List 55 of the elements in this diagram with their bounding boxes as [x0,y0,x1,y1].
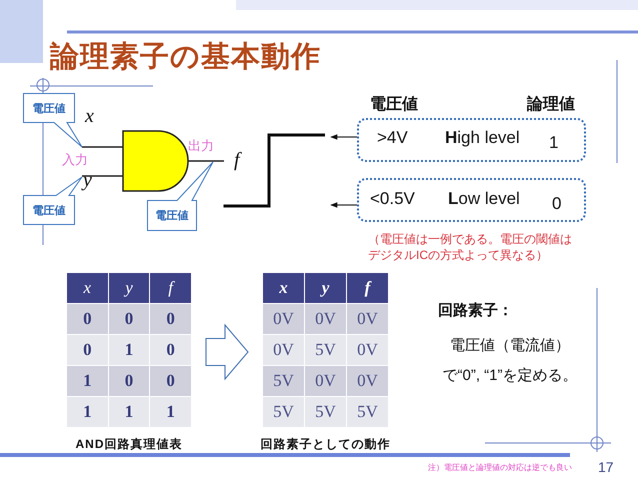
dotted-box [357,118,586,162]
table-cell: 0 [108,366,150,396]
table-cell: 0 [67,335,108,365]
level-text: Low level [448,189,520,209]
dotted-box [357,178,586,222]
page-number: 17 [598,459,614,475]
table-cell: 1 [150,397,191,427]
callout: 電圧値 [23,93,83,148]
table-cell: 0V [263,335,304,365]
table-caption: 回路素子としての動作 [260,436,390,453]
column-heading: 論理値 [527,94,575,115]
table-cell: 0V [347,304,388,334]
table-cell: 0 [108,304,150,334]
table-cell: 0 [150,366,191,396]
table-cell: 0V [305,366,346,396]
heading: 回路素子： [438,301,513,320]
header-cell: f [347,273,388,303]
signal-name: f [234,149,240,172]
arrow [330,134,358,140]
table-cell: 0V [347,335,388,365]
header-cell: x [67,273,108,303]
signal-name: x [85,105,94,128]
table-cell: 0 [67,304,108,334]
block-arrow [206,324,249,380]
logic-value: 0 [552,194,562,214]
table-cell: 1 [67,366,108,396]
table-cell: 5V [347,397,388,427]
arrow [330,202,358,208]
table-cell: 1 [108,397,150,427]
header-cell: f [150,273,191,303]
header-cell: x [263,273,304,303]
level-text: High level [445,128,520,148]
table-cell: 0V [305,304,346,334]
table-caption: AND回路真理値表 [76,436,182,453]
table-cell: 0 [150,335,191,365]
table-cell: 5V [305,397,346,427]
header-cell: y [305,273,346,303]
table-cell: 0V [263,304,304,334]
voltage-text: <0.5V [370,189,415,209]
table-cell: 1 [108,335,150,365]
note-text: （電圧値は一例である。電圧の閾値はデジタルICの方式よって異なる） [368,231,573,263]
table-cell: 0V [347,366,388,396]
header-cell: y [108,273,150,303]
title: 論理素子の基本動作 [50,40,321,75]
table-cell: 5V [305,335,346,365]
footnote: 注）電圧値と論理値の対応は逆でも良い [428,462,572,473]
voltage-text: >4V [377,128,408,148]
table-cell: 5V [263,366,304,396]
table-cell: 0 [150,304,191,334]
body-text: 電圧値（電流値）で“0”, “1”を定める。 [442,336,578,386]
logic-value: 1 [549,133,558,153]
table-cell: 5V [263,397,304,427]
column-heading: 電圧値 [370,94,418,115]
table-cell: 1 [67,397,108,427]
io-label: 入力 [62,151,88,169]
